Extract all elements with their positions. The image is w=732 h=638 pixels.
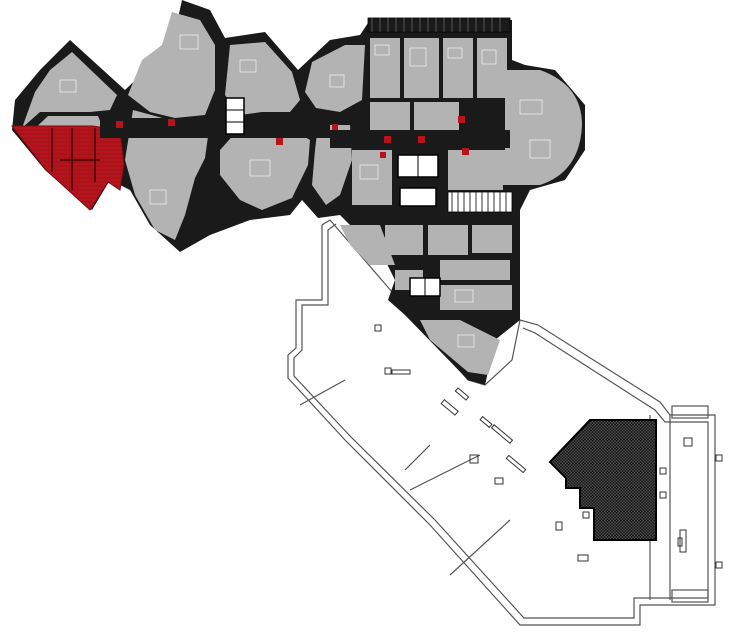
elevator-core-icon <box>225 97 441 297</box>
highlighted-apartment <box>10 125 125 211</box>
door-marker-icon <box>116 116 469 158</box>
hatched-roof-block <box>548 419 657 541</box>
highlighted-apartment-partitions <box>51 128 100 190</box>
furniture <box>59 34 551 348</box>
terrace-outline <box>287 219 716 626</box>
terrace-fixtures <box>374 324 723 569</box>
stair-icon <box>367 17 513 213</box>
